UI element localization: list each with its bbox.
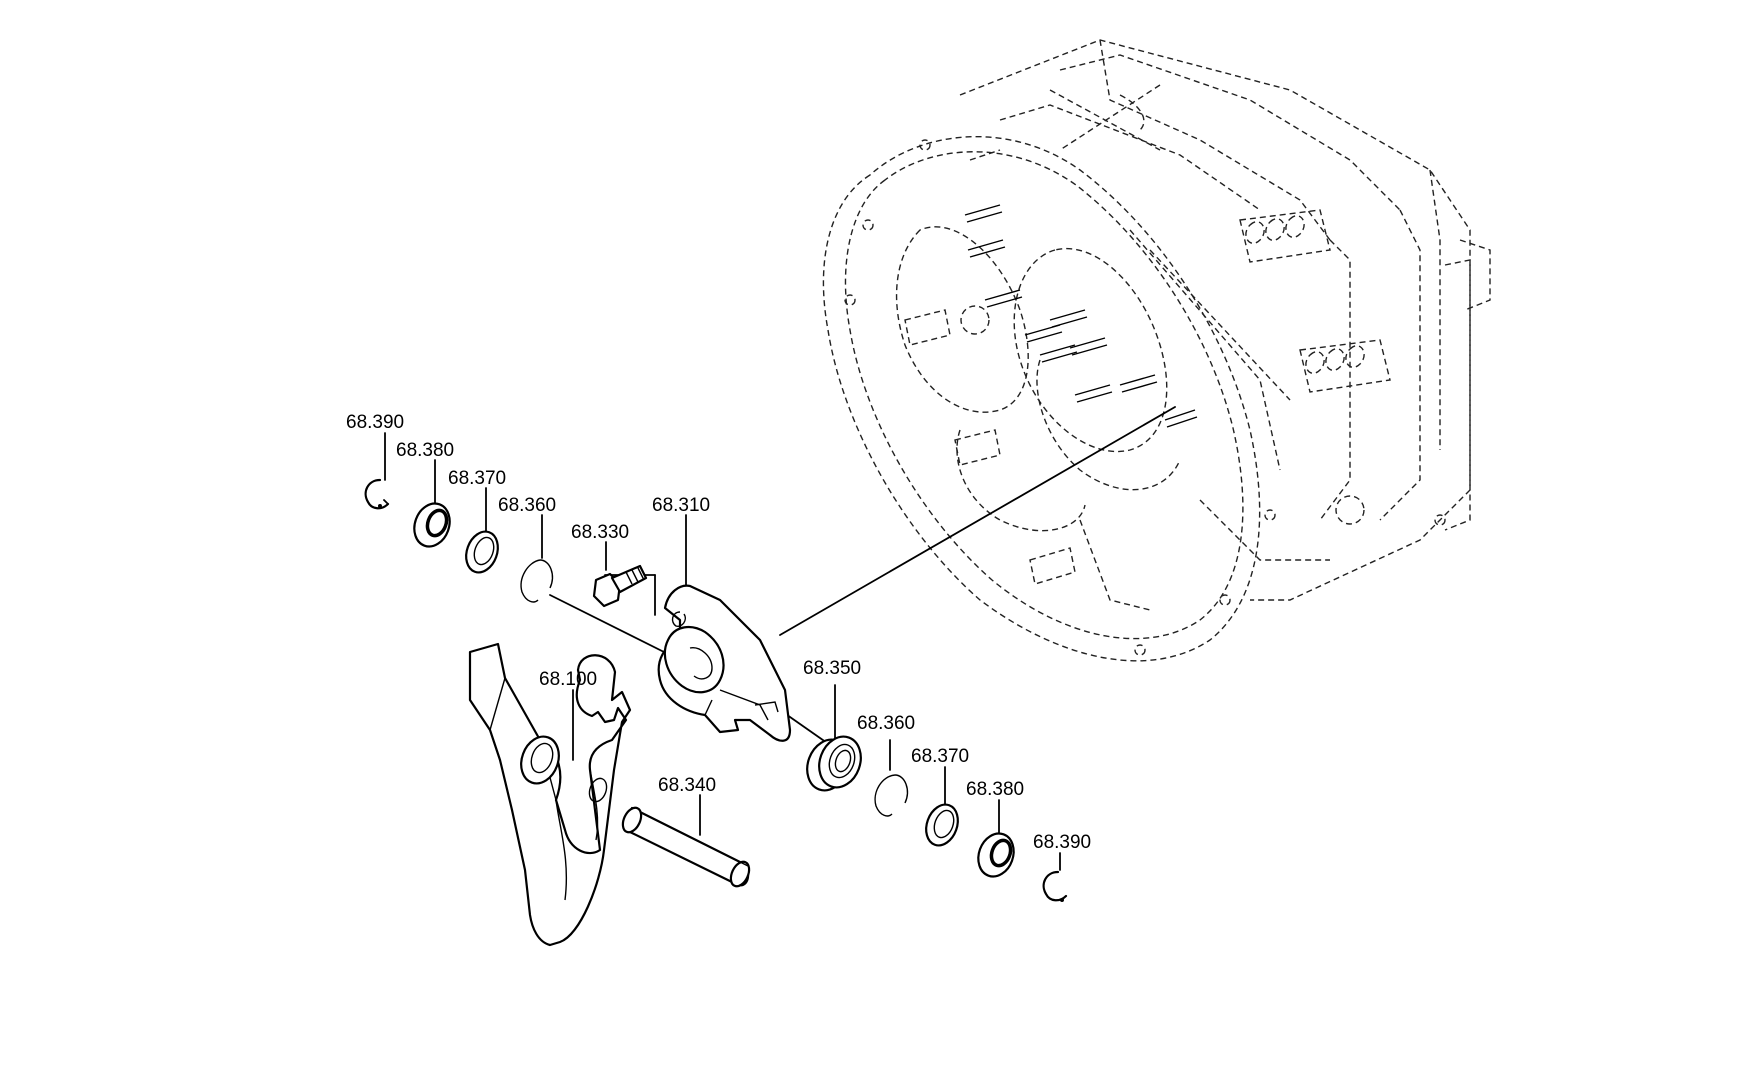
bolt-68330 (592, 564, 648, 608)
label-68310: 68.310 (652, 495, 710, 516)
gearbox-housing-outline (822, 39, 1491, 662)
part-labels: 68.390 68.380 68.370 68.360 68.330 68.31… (346, 412, 1091, 853)
label-68380-bottom: 68.380 (966, 779, 1024, 800)
label-68370-top: 68.370 (448, 468, 506, 489)
bearing-68350 (806, 735, 862, 792)
snap-ring-68360-top (520, 559, 554, 603)
label-68350: 68.350 (803, 658, 861, 679)
leader-lines (384, 406, 1176, 871)
label-68360-top: 68.360 (498, 495, 556, 516)
bracket-68310 (657, 584, 792, 742)
circlip-68390-bottom (1042, 870, 1068, 902)
circlip-68390-top (364, 478, 390, 510)
washer-68370-top (465, 530, 499, 574)
label-68100: 68.100 (539, 669, 597, 690)
snap-ring-68360-bottom (874, 774, 909, 817)
label-68390-top: 68.390 (346, 412, 404, 433)
label-68380-top: 68.380 (396, 440, 454, 461)
housing-studs (964, 204, 1198, 428)
seal-68380-bottom (977, 832, 1015, 878)
release-fork-68100 (468, 642, 632, 947)
shaft-68340 (621, 806, 751, 888)
label-68370-bottom: 68.370 (911, 746, 969, 767)
seal-68380-top (413, 502, 451, 548)
label-68340: 68.340 (658, 775, 716, 796)
label-68330: 68.330 (571, 522, 629, 543)
label-68390-bottom: 68.390 (1033, 832, 1091, 853)
label-68360-bottom: 68.360 (857, 713, 915, 734)
washer-68370-bottom (925, 803, 959, 847)
